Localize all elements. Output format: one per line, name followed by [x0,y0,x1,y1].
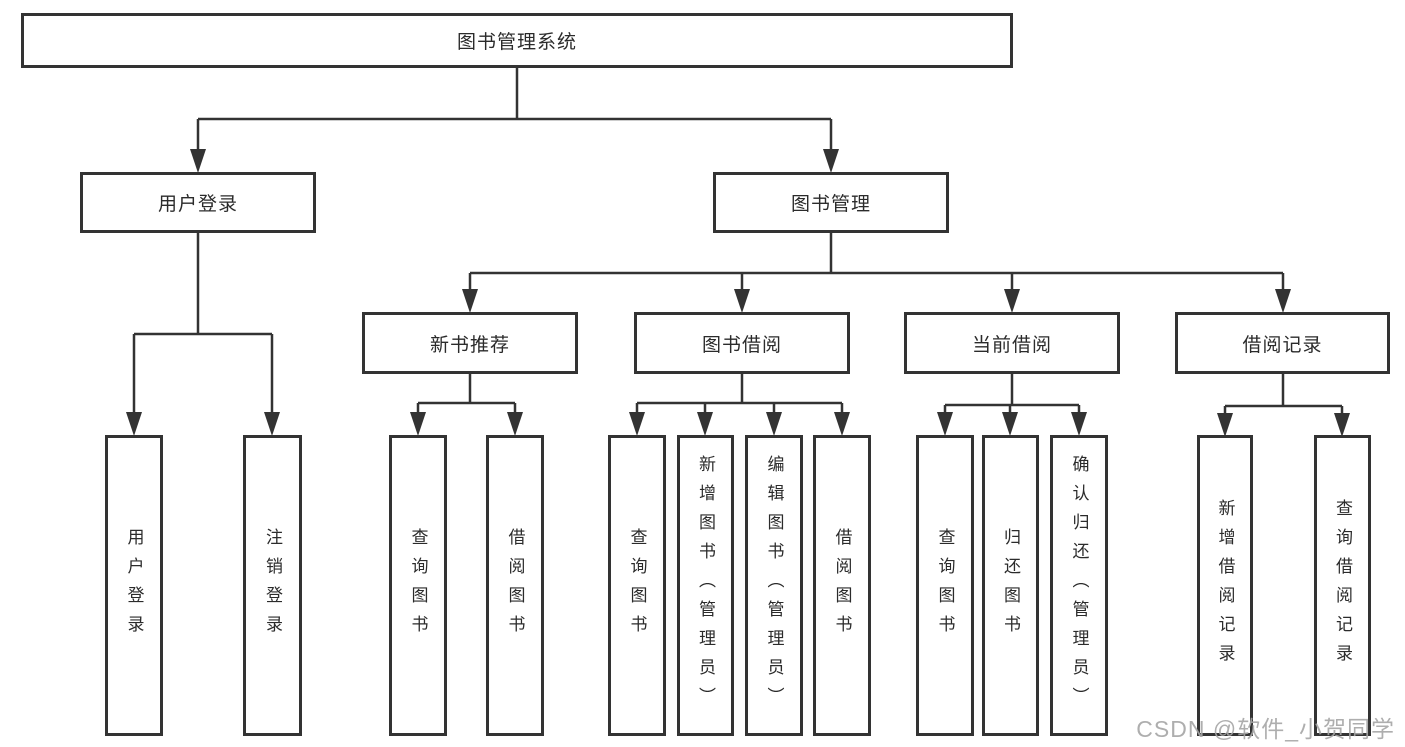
arrow-user-login [190,149,206,173]
arrow-recommend [462,289,478,313]
node-user-login: 用户登录 [80,172,316,233]
leaf-recommend-borrow-books-label: 借阅图书 [505,527,525,644]
csdn-watermark: CSDN @软件_小贺同学 [1136,716,1395,742]
node-user-login-label: 用户登录 [157,194,238,215]
node-book-borrow: 图书借阅 [634,312,850,374]
arrow-book-management [823,149,839,173]
node-new-book-recommend: 新书推荐 [362,312,578,374]
leaf-add-borrow-record: 新增借阅记录 [1197,435,1253,736]
node-current-borrow-label: 当前借阅 [971,334,1052,356]
leaf-edit-books-admin: 编辑图书（管理员） [745,435,803,736]
node-book-borrow-label: 图书借阅 [701,334,782,356]
leaf-edit-books-admin-label: 编辑图书（管理员） [764,455,784,716]
leaf-return-books-label: 归还图书 [1001,527,1020,644]
leaf-logout: 注销登录 [243,435,302,736]
leaf-borrow-books-label: 借阅图书 [832,527,852,644]
leaf-query-borrow-record-label: 查询借阅记录 [1333,498,1352,673]
leaf-borrow-query-books: 查询图书 [608,435,666,736]
leaf-user-login-label: 用户登录 [124,527,144,644]
node-new-book-recommend-label: 新书推荐 [429,334,510,356]
leaf-borrow-books: 借阅图书 [813,435,871,736]
leaf-add-borrow-record-label: 新增借阅记录 [1215,498,1235,673]
node-current-borrow: 当前借阅 [904,312,1120,374]
leaf-user-login: 用户登录 [105,435,163,736]
leaf-add-books-admin-label: 新增图书（管理员） [696,455,715,716]
leaf-add-books-admin: 新增图书（管理员） [677,435,734,736]
leaf-logout-label: 注销登录 [263,527,282,644]
leaf-recommend-borrow-books: 借阅图书 [486,435,544,736]
leaf-current-query-books: 查询图书 [916,435,974,736]
node-book-management: 图书管理 [713,172,949,233]
arrowheads [126,149,1350,437]
arrow-current [1004,289,1020,313]
leaf-confirm-return-admin: 确认归还（管理员） [1050,435,1108,736]
leaf-recommend-query-books: 查询图书 [389,435,447,736]
leaf-current-query-books-label: 查询图书 [935,527,955,644]
node-borrow-records: 借阅记录 [1175,312,1390,374]
leaf-borrow-query-books-label: 查询图书 [627,527,647,644]
leaf-return-books: 归还图书 [982,435,1039,736]
leaf-confirm-return-admin-label: 确认归还（管理员） [1069,455,1089,716]
node-root: 图书管理系统 [21,13,1013,68]
node-book-management-label: 图书管理 [790,194,871,215]
node-borrow-records-label: 借阅记录 [1242,334,1323,356]
leaf-recommend-query-books-label: 查询图书 [408,527,428,644]
leaf-query-borrow-record: 查询借阅记录 [1314,435,1371,736]
node-root-label: 图书管理系统 [456,32,577,53]
arrow-borrow [734,289,750,313]
arrow-records [1275,289,1291,313]
